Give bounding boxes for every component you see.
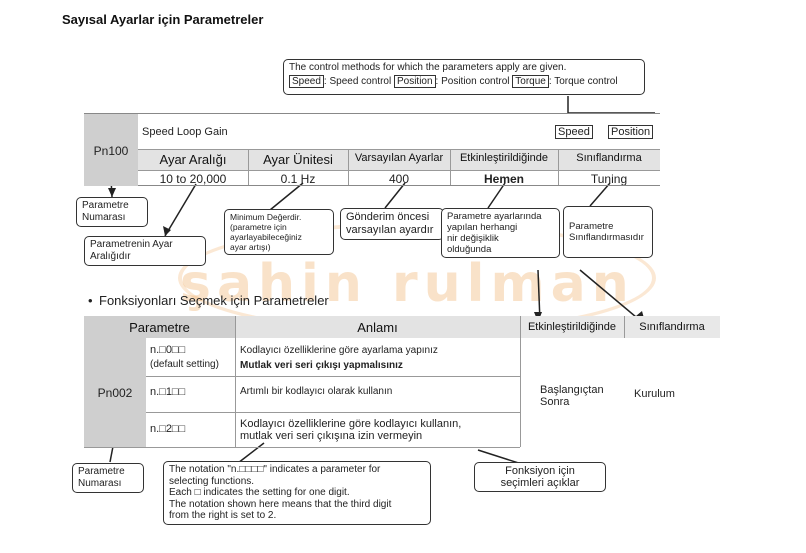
watermark-logo: şahin rulman (180, 254, 635, 314)
header2-class: Sınıflandırma (639, 321, 705, 333)
value-enabled: Hemen (483, 172, 524, 186)
row0-meaning: Kodlayıcı özelliklerine göre ayarlama ya… (240, 345, 438, 356)
param-table-2: Parametre Anlamı Etkinleştirildiğinde Sı… (84, 316, 720, 448)
callout-param-number: Parametre Numarası (76, 197, 148, 227)
page-title: Sayısal Ayarlar için Parametreler (62, 12, 264, 27)
row2-code: n.□2□□ (150, 423, 186, 435)
row0-code: n.□0□□ (150, 344, 186, 356)
param-number: Pn100 (93, 144, 129, 158)
row1-meaning: Artımlı bir kodlayıcı olarak kullanın (240, 386, 393, 397)
row0-sub: (default setting) (150, 359, 219, 370)
callout2-functions: Fonksiyon için seçimleri açıklar (474, 462, 606, 492)
note-line1: The control methods for which the parame… (289, 62, 567, 73)
value-unit: 0.1 Hz (280, 172, 316, 186)
row2-meaning: Kodlayıcı özelliklerine göre kodlayıcı k… (240, 418, 462, 430)
callout-range: Parametrenin Ayar Aralığıdır (84, 236, 206, 266)
section2-title: Fonksiyonları Seçmek için Parametreler (99, 293, 329, 308)
param-table-1: Pn100 Speed Loop Gain Speed Position Aya… (84, 113, 660, 186)
param-name: Speed Loop Gain (142, 126, 228, 138)
position-box: Position (393, 75, 436, 88)
param2-class: Kurulum (634, 388, 675, 400)
param2-number: Pn002 (97, 386, 133, 400)
header2-param: Parametre (129, 320, 190, 335)
callout-class: Parametre Sınıflandırmasıdır (563, 206, 653, 258)
header2-meaning: Anlamı (357, 320, 398, 335)
value-class: Tuning (590, 172, 628, 186)
torque-box: Torque (512, 75, 549, 88)
badge-position: Position (608, 125, 654, 139)
header-unit: Ayar Ünitesi (263, 152, 333, 167)
header-enabled: Etkinleştirildiğinde (459, 152, 549, 164)
row2-meaning2: mutlak veri seri çıkışına izin vermeyin (240, 430, 423, 442)
header2-enabled: Etkinleştirildiğinde (527, 321, 617, 333)
param2-enabled: Başlangıçtan Sonra (540, 384, 604, 408)
callout2-notation: The notation "n.□□□□" indicates a parame… (163, 461, 431, 525)
header-class: Sınıflandırma (576, 152, 642, 164)
value-default: 400 (388, 172, 410, 186)
position-text: : Position control (435, 76, 510, 87)
torque-text: : Torque control (548, 76, 618, 87)
value-range: 10 to 20,000 (159, 172, 227, 186)
speed-box: Speed (289, 75, 324, 88)
control-methods-note: The control methods for which the parame… (283, 59, 645, 95)
callout2-param-number: Parametre Numarası (72, 463, 144, 493)
callout-unit: Minimum Değerdir. (parametre için ayarla… (224, 209, 334, 255)
section-bullet: • (88, 293, 93, 308)
callout-default: Gönderim öncesi varsayılan ayardır (340, 208, 444, 240)
badge-speed: Speed (555, 125, 593, 139)
row0-meaning2: Mutlak veri seri çıkışı yapmalısınız (240, 360, 403, 371)
callout-enabled: Parametre ayarlarında yapılan herhangi n… (441, 208, 560, 258)
speed-text: : Speed control (323, 76, 392, 87)
header-default: Varsayılan Ayarlar (354, 152, 444, 164)
row1-code: n.□1□□ (150, 386, 186, 398)
header-range: Ayar Aralığı (159, 152, 227, 167)
